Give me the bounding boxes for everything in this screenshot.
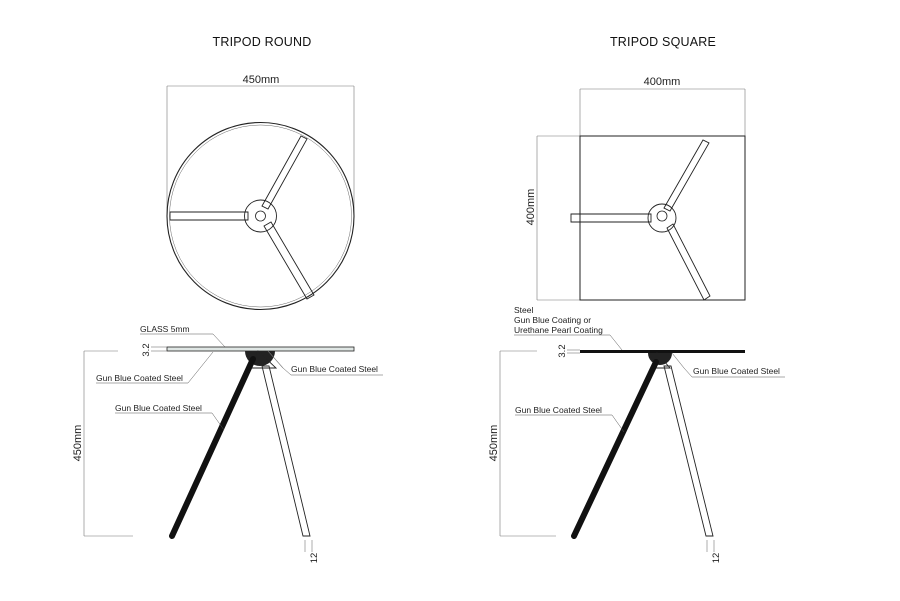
round-width-dimension: 450mm <box>166 74 355 218</box>
square-thickness-label: 3.2 <box>557 344 568 357</box>
square-depth-label: 400mm <box>525 189 537 226</box>
round-leg-diameter-label: 12 <box>309 553 320 564</box>
square-leg-diameter-dimension: 12 <box>706 540 722 564</box>
round-left-leg-label: Gun Blue Coated Steel <box>115 403 202 413</box>
square-height-dimension: 450mm 3.2 <box>488 344 580 537</box>
round-top-view <box>166 121 355 311</box>
round-title: TRIPOD ROUND <box>213 35 312 49</box>
square-material-line2: Gun Blue Coating or <box>514 315 591 325</box>
round-side-view <box>166 346 355 539</box>
square-material-line3: Urethane Pearl Coating <box>514 325 603 335</box>
square-right-leg-label: Gun Blue Coated Steel <box>693 366 780 376</box>
square-top-view <box>570 135 746 301</box>
round-leg-diameter-dimension: 12 <box>304 540 320 564</box>
square-leg-diameter-label: 12 <box>711 553 722 564</box>
square-width-dimension: 400mm <box>579 76 746 136</box>
round-glass-label: GLASS 5mm <box>140 324 190 334</box>
square-width-label: 400mm <box>644 76 681 88</box>
tripod-round-group: TRIPOD ROUND 450mm <box>72 35 383 563</box>
tripod-square-group: TRIPOD SQUARE 400mm 400mm <box>488 35 785 563</box>
square-title: TRIPOD SQUARE <box>610 35 716 49</box>
square-depth-dimension: 400mm <box>525 135 580 301</box>
round-frame-label: Gun Blue Coated Steel <box>96 373 183 383</box>
round-height-label: 450mm <box>72 425 84 462</box>
round-height-dimension: 450mm 3.2 <box>72 343 167 537</box>
square-height-label: 450mm <box>488 425 500 462</box>
round-width-label: 450mm <box>243 74 280 86</box>
round-right-leg-label: Gun Blue Coated Steel <box>291 364 378 374</box>
square-left-leg-label: Gun Blue Coated Steel <box>515 405 602 415</box>
square-side-view <box>571 350 745 539</box>
square-material-line1: Steel <box>514 305 533 315</box>
round-thickness-label: 3.2 <box>141 343 152 356</box>
